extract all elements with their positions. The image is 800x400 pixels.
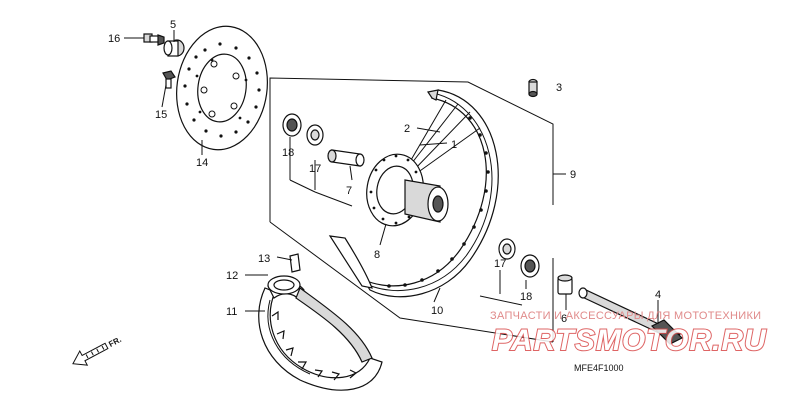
leader-lines — [124, 30, 659, 324]
valve-cap — [528, 78, 538, 98]
inner-tube-valve — [289, 253, 301, 273]
bearing-right — [498, 238, 516, 260]
callout-14: 14 — [196, 157, 208, 169]
callout-15: 15 — [155, 109, 167, 121]
diagram-code: MFE4F1000 — [574, 363, 624, 373]
callout-17-right: 17 — [494, 258, 506, 270]
callout-11: 11 — [226, 306, 237, 318]
watermark-brand: PARTSMOTOR.RU — [492, 324, 767, 357]
front-axle — [578, 287, 684, 345]
callout-4: 4 — [655, 289, 661, 301]
bearing-left — [306, 124, 324, 146]
callout-6: 6 — [561, 313, 567, 325]
callout-1: 1 — [451, 139, 457, 151]
distance-collar — [327, 149, 365, 167]
callout-10: 10 — [431, 305, 443, 317]
dust-seal-left — [282, 113, 302, 137]
watermark: ЗАПЧАСТИ И АКСЕССУАРЫ ДЛЯ МОТОТЕХНИКИ PA… — [490, 310, 767, 358]
disc-bolt-16 — [143, 33, 165, 46]
callout-17-left: 17 — [309, 163, 321, 175]
front-direction-arrow-icon: FR. — [72, 335, 123, 366]
callout-9: 9 — [570, 169, 576, 181]
callout-12: 12 — [226, 270, 238, 282]
tire — [258, 280, 383, 391]
callout-8: 8 — [374, 249, 380, 261]
direction-label: FR. — [107, 335, 123, 349]
assembly-frame — [269, 77, 566, 343]
callout-18-right: 18 — [520, 291, 532, 303]
brake-disc — [176, 25, 268, 151]
callout-2: 2 — [404, 123, 410, 135]
bolt-15 — [162, 70, 176, 89]
side-collar — [557, 274, 573, 295]
collar-5 — [163, 39, 185, 57]
dust-seal-right — [520, 254, 540, 278]
callout-3: 3 — [556, 82, 562, 94]
callout-7: 7 — [346, 185, 352, 197]
wheel-hub — [366, 153, 449, 227]
callout-13: 13 — [258, 253, 270, 265]
callout-numbers: 16 5 15 14 3 2 1 9 18 17 7 8 17 18 10 6 … — [108, 19, 661, 325]
watermark-tagline: ЗАПЧАСТИ И АКСЕССУАРЫ ДЛЯ МОТОТЕХНИКИ — [490, 310, 761, 322]
wheel-rim — [328, 89, 499, 298]
callout-5: 5 — [170, 19, 176, 31]
callout-16: 16 — [108, 33, 120, 45]
callout-18-left: 18 — [282, 147, 294, 159]
rim-band — [267, 275, 301, 295]
